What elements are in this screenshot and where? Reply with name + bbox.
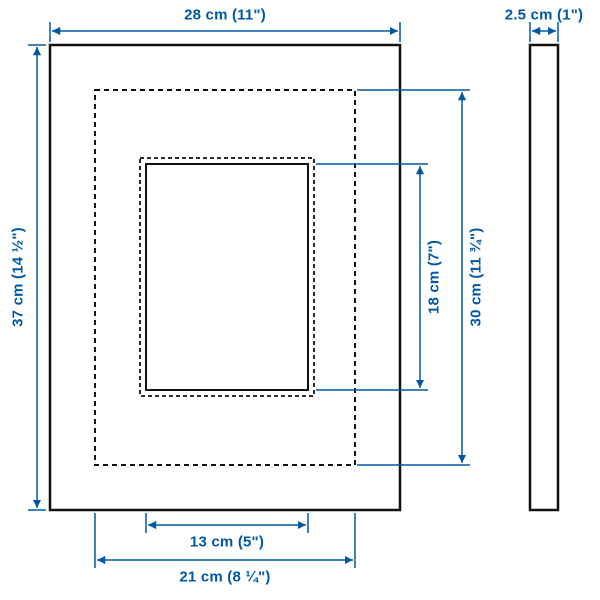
dimension-mat-width <box>94 513 356 568</box>
dimension-outer-width <box>49 22 401 42</box>
dimension-mat-height <box>357 89 470 466</box>
mat-area-dashed-outline <box>94 89 356 466</box>
label-opening-height: 18 cm (7") <box>425 239 443 315</box>
label-opening-width: 13 cm (5") <box>189 533 265 551</box>
label-outer-height: 37 cm (14 ½") <box>9 227 27 327</box>
label-frame-depth: 2.5 cm (1") <box>504 6 584 24</box>
picture-opening-outline <box>145 163 309 391</box>
dimension-frame-depth <box>529 22 559 42</box>
dimension-opening-height <box>316 163 428 391</box>
label-mat-width: 21 cm (8 ¼") <box>179 568 271 586</box>
picture-opening-dashed-outline <box>139 157 315 397</box>
label-outer-width: 28 cm (11") <box>184 6 266 24</box>
dimension-opening-width <box>145 513 309 533</box>
frame-side-view-outline <box>528 43 560 512</box>
label-mat-height: 30 cm (11 ¾") <box>467 227 485 327</box>
dimension-outer-height <box>28 44 46 511</box>
